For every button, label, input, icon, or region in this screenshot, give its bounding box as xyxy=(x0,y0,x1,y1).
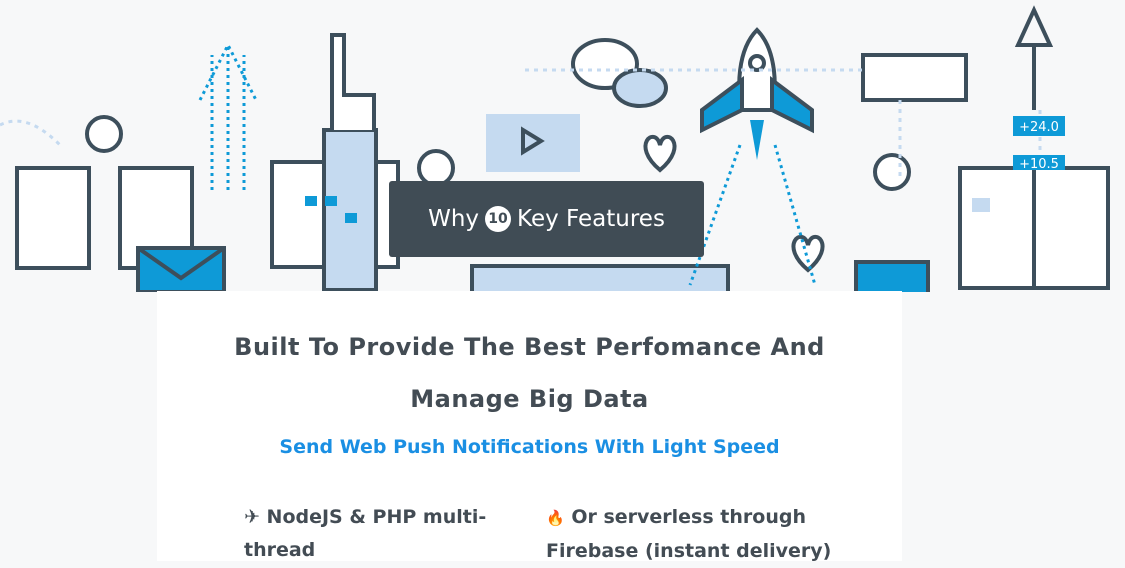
feature-text: Or serverless through Firebase (instant … xyxy=(546,506,832,562)
feature-text: NodeJS & PHP multi-thread xyxy=(244,506,487,561)
stat-label: +10.5 xyxy=(1019,157,1059,172)
feature-item: 🔥 Or serverless through Firebase (instan… xyxy=(546,501,836,568)
section-subtitle: Send Web Push Notifications With Light S… xyxy=(279,436,780,458)
hero-illustration: +24.0 +10.5 xyxy=(0,5,1110,292)
stat-label: +24.0 xyxy=(1019,120,1059,135)
badge-suffix: Key Features xyxy=(517,206,665,232)
section-title: Built To Provide The Best Perfomance And… xyxy=(234,333,825,413)
feature-item: ✈ NodeJS & PHP multi-thread xyxy=(244,501,504,567)
airplane-icon: ✈ xyxy=(244,506,260,528)
badge-number: 10 xyxy=(485,206,512,232)
badge-prefix: Why xyxy=(428,206,480,232)
fire-icon: 🔥 xyxy=(546,509,565,527)
feature-card: Built To Provide The Best Perfomance And… xyxy=(157,291,902,562)
features-badge: Why 10 Key Features xyxy=(389,181,704,257)
